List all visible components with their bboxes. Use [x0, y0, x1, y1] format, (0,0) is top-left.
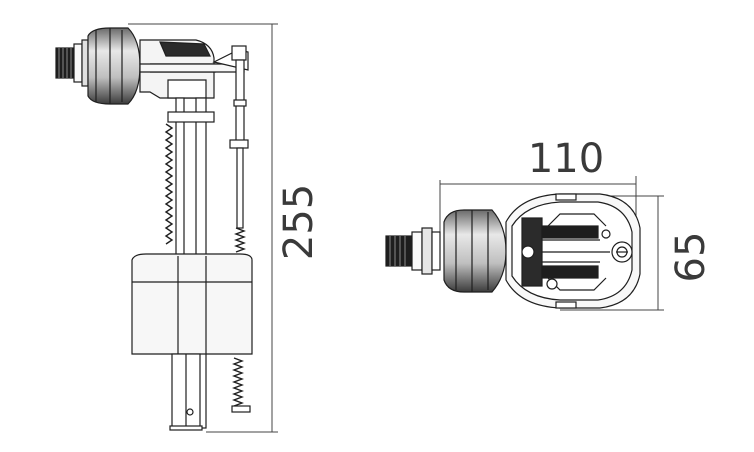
- top-adjuster-knob: [611, 241, 633, 263]
- adjuster-rod: [229, 45, 249, 229]
- top-union-cap: [443, 209, 507, 293]
- top-inlet-thread: [385, 227, 441, 275]
- right-spring-lower: [231, 357, 251, 413]
- union-cap: [87, 27, 141, 105]
- depth-label: 65: [668, 232, 714, 283]
- side-view: [55, 23, 278, 433]
- inlet-thread: [55, 39, 89, 87]
- top-view: [385, 176, 664, 311]
- height-dimension: [128, 23, 278, 433]
- left-spring: [164, 123, 174, 245]
- height-label: 255: [276, 184, 322, 260]
- float-body: [131, 253, 253, 355]
- top-mechanism: [521, 213, 611, 291]
- right-spring-upper: [234, 227, 246, 253]
- lower-stem: [169, 353, 203, 431]
- valve-head: [139, 39, 249, 99]
- width-label: 110: [528, 136, 604, 182]
